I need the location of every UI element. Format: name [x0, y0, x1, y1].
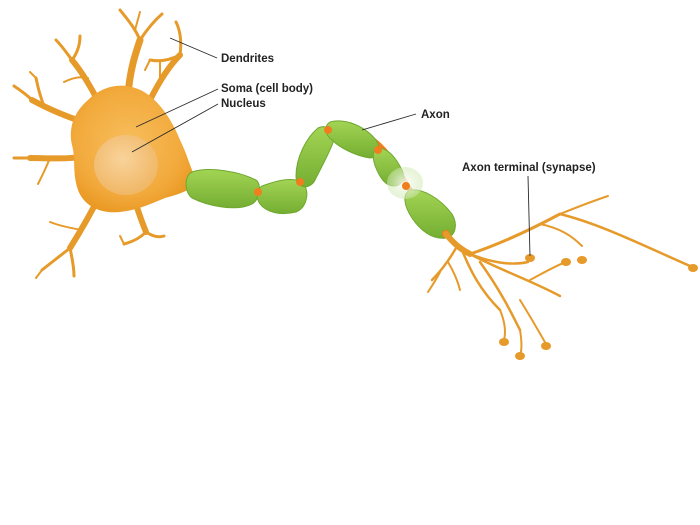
- label-axon: Axon: [421, 109, 450, 121]
- label-dendrites: Dendrites: [221, 53, 274, 65]
- label-nucleus: Nucleus: [221, 98, 266, 110]
- synaptic-boutons: [499, 254, 698, 360]
- myelin-segment-1: [185, 169, 260, 209]
- axon-terminals: [427, 195, 692, 357]
- myelin-sheaths: [185, 120, 456, 239]
- leader-lines: [131, 37, 531, 257]
- label-soma: Soma (cell body): [221, 83, 313, 95]
- myelin-segment-2: [256, 179, 308, 215]
- nucleus-shape: [94, 135, 158, 195]
- label-axon-terminal: Axon terminal (synapse): [462, 162, 596, 174]
- myelin-segment-4: [325, 120, 380, 159]
